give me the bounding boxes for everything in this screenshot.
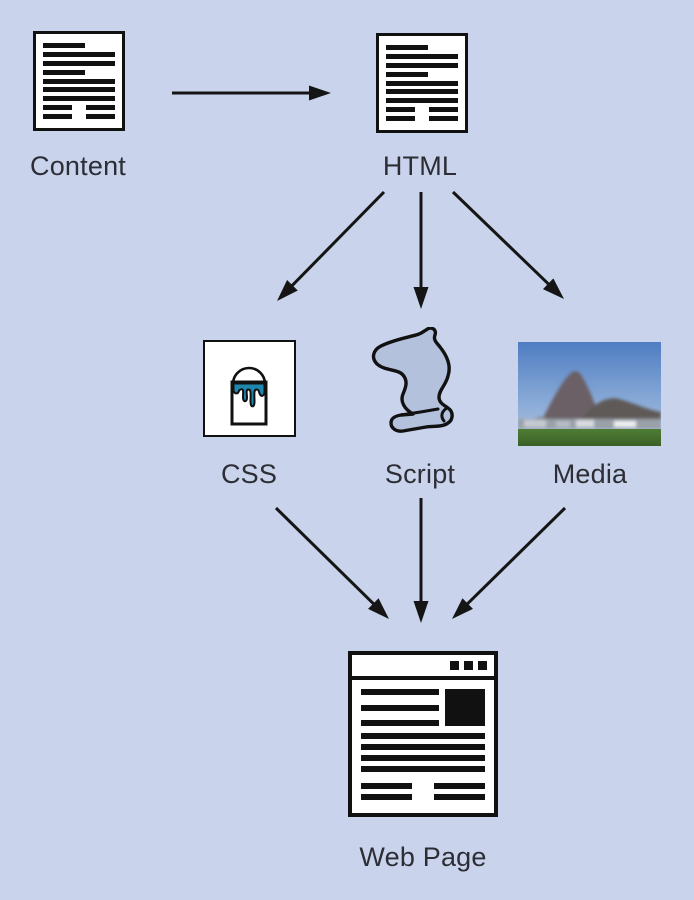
node-label-css: CSS bbox=[220, 459, 278, 489]
titlebar-button bbox=[450, 661, 459, 670]
browser-window-icon bbox=[348, 651, 498, 817]
node-label-content: Content bbox=[30, 151, 126, 181]
arrow-media-to-webpage bbox=[452, 506, 567, 619]
browser-page-body bbox=[352, 680, 494, 810]
arrow-html-to-media bbox=[451, 190, 564, 299]
photo-mountain-scene bbox=[518, 342, 661, 446]
arrow-html-to-script bbox=[413, 192, 429, 309]
node-label-script: Script bbox=[384, 459, 456, 489]
node-label-webpage: Web Page bbox=[359, 842, 487, 872]
document-icon bbox=[376, 33, 468, 133]
arrow-content-to-html bbox=[172, 85, 331, 101]
node-label-media: Media bbox=[552, 459, 628, 489]
arrow-script-to-webpage bbox=[413, 498, 429, 623]
paint-bucket-glyph bbox=[230, 366, 268, 426]
document-icon bbox=[33, 31, 125, 131]
node-label-html: HTML bbox=[382, 151, 458, 181]
scroll-icon bbox=[367, 326, 459, 435]
arrow-css-to-webpage bbox=[274, 506, 389, 619]
scroll-glyph bbox=[371, 326, 454, 433]
page-image-placeholder bbox=[445, 689, 485, 726]
paint-bucket-icon bbox=[203, 340, 296, 437]
arrow-html-to-css bbox=[277, 190, 386, 301]
titlebar-button bbox=[478, 661, 487, 670]
browser-titlebar bbox=[352, 655, 494, 680]
titlebar-button bbox=[464, 661, 473, 670]
photo-icon bbox=[518, 342, 661, 446]
